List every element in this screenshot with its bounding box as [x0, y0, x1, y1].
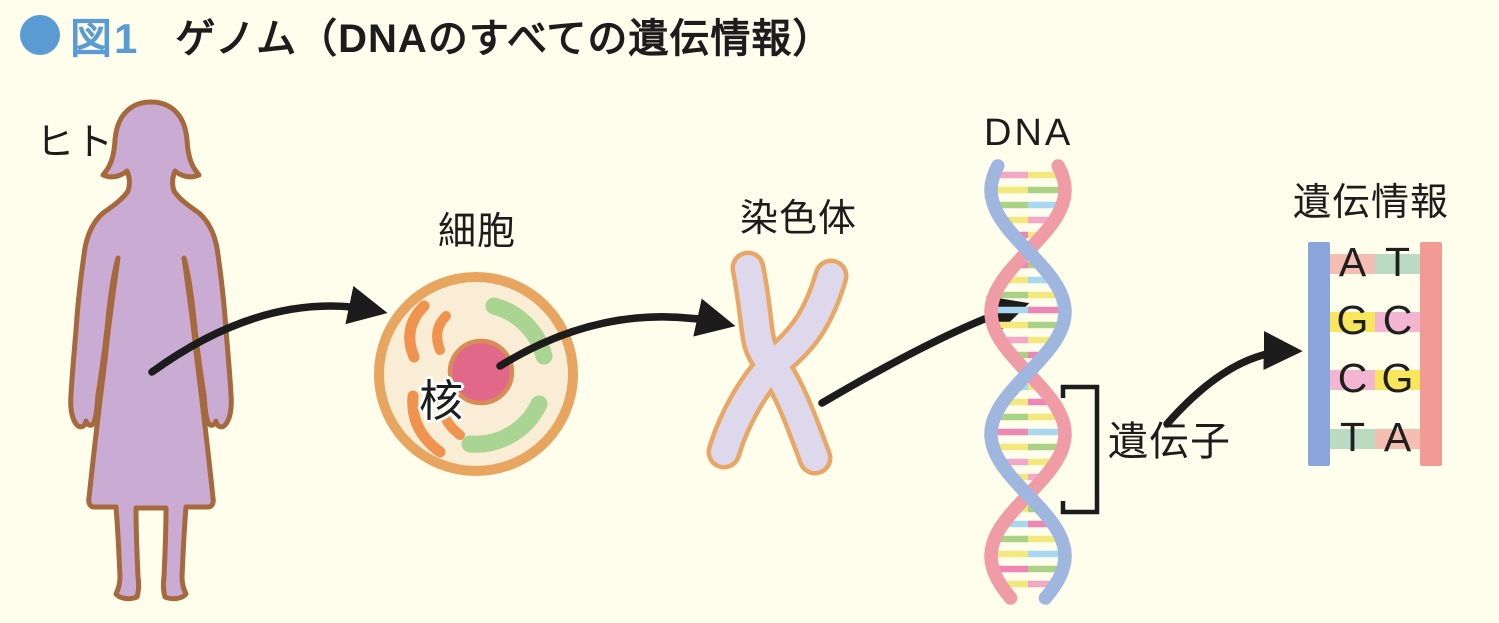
base-cell-left: A [1330, 242, 1375, 283]
gene-label: 遺伝子 [1108, 420, 1231, 464]
arrow-nucleus-to-chromosome [496, 298, 736, 370]
base-letter: G [1336, 297, 1369, 343]
figure-number: 図1 [70, 14, 140, 62]
ladder-left-strand-bar [1308, 242, 1330, 466]
nucleus-label: 核 [419, 377, 464, 426]
human-figure-icon [68, 99, 234, 602]
organelle-green-arc [461, 395, 548, 453]
base-cell-left: T [1330, 417, 1375, 458]
figure-title: ゲノム（DNAのすべての遺伝情報） [175, 17, 834, 61]
human-label: ヒト [36, 122, 115, 164]
base-cell-right: G [1375, 358, 1420, 399]
dna-strand [984, 159, 1072, 605]
base-letter: T [1384, 239, 1411, 285]
arrow-human-to-cell [148, 285, 388, 376]
base-cell-left: C [1330, 358, 1375, 399]
organelle-green-arc [485, 297, 553, 365]
dna-label: DNA [984, 112, 1074, 154]
figure-bullet-icon [20, 15, 60, 55]
ladder-right-strand-bar [1420, 242, 1442, 466]
base-cell-right: A [1375, 417, 1420, 458]
chromosome-icon [706, 250, 849, 476]
genetic-info-label: 遺伝情報 [1293, 182, 1450, 224]
base-letter: C [1382, 297, 1413, 343]
base-cell-left: G [1330, 300, 1375, 341]
organelle-orange-arc [404, 300, 430, 363]
dna-helix-icon [984, 159, 1072, 605]
organelle-orange-arc [436, 393, 465, 440]
nucleus-icon [447, 338, 515, 406]
dna-strand [984, 159, 1072, 605]
figure-header: 図1 ゲノム（DNAのすべての遺伝情報） [20, 12, 833, 62]
base-letter: C [1337, 355, 1368, 401]
chromosome-label: 染色体 [740, 198, 858, 240]
cell-label: 細胞 [438, 211, 517, 253]
organelle-orange-arc [407, 390, 446, 458]
arrow-gene-to-genetic-info [1163, 331, 1303, 428]
organelle-orange-arc [432, 311, 451, 355]
base-letter: A [1383, 414, 1412, 460]
gene-bracket [1060, 384, 1100, 515]
base-letter: T [1339, 414, 1366, 460]
base-cell-right: C [1375, 300, 1420, 341]
base-cell-right: T [1375, 242, 1420, 283]
cell-icon [374, 272, 578, 476]
base-letter: A [1338, 239, 1367, 285]
base-letter: G [1381, 355, 1414, 401]
